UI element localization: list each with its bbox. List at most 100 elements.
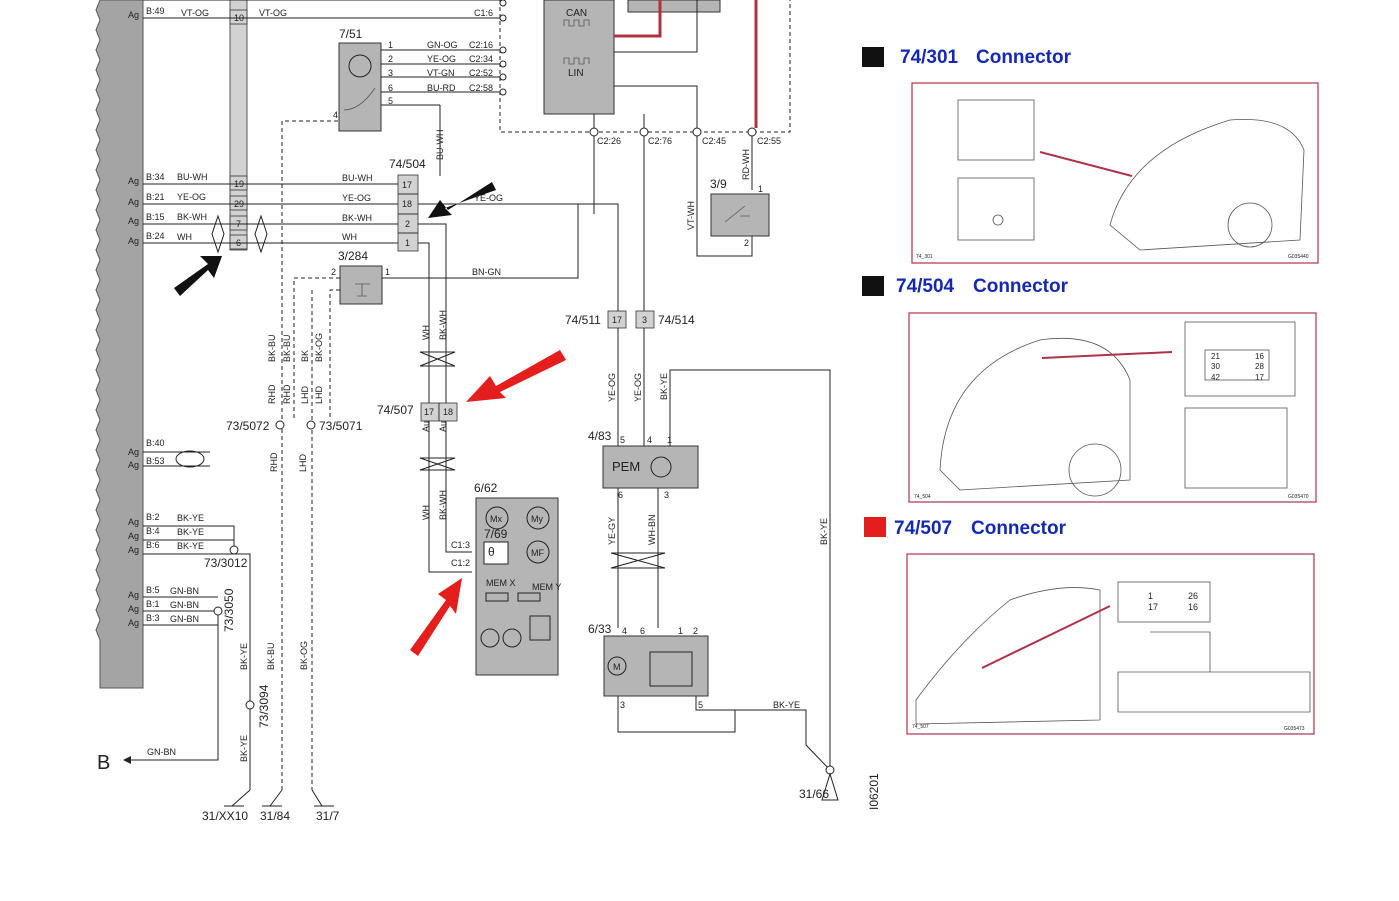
pin-b15: B:15 bbox=[146, 212, 165, 222]
svg-text:YE-OG: YE-OG bbox=[427, 54, 456, 64]
pin-b40: B:40 bbox=[146, 438, 165, 448]
svg-text:BK-BU: BK-BU bbox=[282, 334, 292, 362]
svg-text:4: 4 bbox=[622, 626, 627, 636]
wire-bn-gn: BN-GN bbox=[472, 267, 501, 277]
lamp-icon bbox=[502, 628, 522, 648]
ground-73-5072: 73/5072 bbox=[226, 419, 270, 433]
transistor-icon bbox=[650, 456, 672, 478]
wire-bu-wh: BU-WH bbox=[342, 173, 373, 183]
label-74-514: 74/514 bbox=[658, 313, 695, 327]
svg-text:17: 17 bbox=[1255, 373, 1264, 382]
pin-c1-3: C1:3 bbox=[451, 540, 470, 550]
wire-vt-wh: VT-WH bbox=[686, 201, 696, 230]
svg-text:2: 2 bbox=[693, 626, 698, 636]
can-label: CAN bbox=[566, 8, 587, 19]
red-arrow-icon bbox=[466, 350, 566, 402]
connector-side-sketch bbox=[957, 99, 1035, 161]
svg-text:6: 6 bbox=[618, 490, 623, 500]
svg-text:C2:34: C2:34 bbox=[469, 54, 493, 64]
ag-label: Ag bbox=[128, 216, 139, 226]
ag-label: Ag bbox=[128, 618, 139, 628]
svg-text:2: 2 bbox=[744, 238, 749, 248]
connector-74-507-id: 74/507 bbox=[894, 518, 952, 539]
svg-text:42: 42 bbox=[1211, 373, 1220, 382]
pem-label: PEM bbox=[612, 459, 640, 474]
svg-text:1: 1 bbox=[388, 40, 393, 50]
svg-text:LHD: LHD bbox=[298, 453, 308, 472]
pin-b34: B:34 bbox=[146, 172, 165, 182]
thermistor-icon: θ bbox=[488, 545, 495, 559]
label-lhd: LHD bbox=[300, 385, 310, 404]
ground-31-7: 31/7 bbox=[316, 809, 340, 823]
svg-text:WH: WH bbox=[421, 505, 431, 520]
svg-text:30: 30 bbox=[1211, 362, 1220, 371]
wire-b2: BK-YE bbox=[177, 513, 204, 523]
lamp-icon bbox=[480, 628, 500, 648]
wire-b15: BK-WH bbox=[177, 212, 207, 222]
curve-icon bbox=[343, 87, 376, 111]
pin-b5: B:5 bbox=[146, 585, 160, 595]
pin-b6: B:6 bbox=[146, 540, 160, 550]
pin-c1-2: C1:2 bbox=[451, 558, 470, 568]
svg-text:6: 6 bbox=[640, 626, 645, 636]
inline-connector-strip bbox=[229, 0, 248, 251]
wire-bk-og-b: BK-OG bbox=[299, 641, 309, 670]
lin-signal-icon bbox=[563, 57, 590, 65]
svg-text:BK-WH: BK-WH bbox=[438, 490, 448, 520]
label-7-51: 7/51 bbox=[339, 27, 363, 41]
mem-x-label: MEM X bbox=[486, 578, 516, 588]
svg-text:2: 2 bbox=[331, 267, 336, 277]
svg-text:5: 5 bbox=[620, 435, 625, 445]
svg-text:5: 5 bbox=[698, 700, 703, 710]
svg-text:74_301: 74_301 bbox=[916, 254, 933, 260]
wire-wh-bn: WH-BN bbox=[647, 515, 657, 546]
svg-text:BK-YE: BK-YE bbox=[239, 735, 249, 762]
ground-31-66: 31/66 bbox=[799, 787, 829, 801]
connector-74-301-panel bbox=[911, 82, 1319, 264]
svg-text:17: 17 bbox=[424, 407, 434, 417]
ag-label: Ag bbox=[128, 604, 139, 614]
pin-c2-55: C2:55 bbox=[757, 136, 781, 146]
wire-wh-v: WH bbox=[421, 325, 431, 340]
ag-label: Ag bbox=[128, 517, 139, 527]
svg-text:1: 1 bbox=[678, 626, 683, 636]
svg-text:5: 5 bbox=[388, 96, 393, 106]
wire-b21: YE-OG bbox=[177, 192, 206, 202]
can-signal-icon bbox=[563, 19, 590, 27]
connector-74-301-title: Connector bbox=[976, 47, 1072, 68]
svg-text:BK-YE: BK-YE bbox=[773, 700, 800, 710]
ag-label: Ag bbox=[128, 531, 139, 541]
svg-text:1: 1 bbox=[667, 435, 672, 445]
svg-text:28: 28 bbox=[1255, 362, 1264, 371]
bus-pin-labels: Ag B:49 VT-OG Ag B:34 BU-WH Ag B:21 YE-O… bbox=[128, 6, 209, 628]
svg-text:YE-OG: YE-OG bbox=[633, 373, 643, 402]
pin-c16: C1:6 bbox=[474, 8, 493, 18]
connector-74-301-id: 74/301 bbox=[900, 47, 959, 68]
svg-text:6: 6 bbox=[388, 83, 393, 93]
door-sketch bbox=[915, 587, 1101, 725]
motor-fold-icon: MF bbox=[531, 548, 544, 558]
wire-b1: GN-BN bbox=[170, 600, 199, 610]
figure-id: I06201 bbox=[867, 773, 881, 810]
ground-73-3094: 73/3094 bbox=[257, 684, 271, 728]
can-lin-controller bbox=[543, 0, 615, 115]
mem-y-label: MEM Y bbox=[532, 582, 561, 592]
ground-31-xx10: 31/XX10 bbox=[202, 809, 248, 823]
ag-label: Ag bbox=[128, 10, 139, 20]
marker-red bbox=[864, 517, 886, 537]
svg-text:1: 1 bbox=[385, 267, 390, 277]
wire-bk: BK bbox=[300, 350, 310, 362]
lin-label: LIN bbox=[568, 68, 584, 79]
svg-text:16: 16 bbox=[1188, 602, 1198, 612]
wire-b4: BK-YE bbox=[177, 527, 204, 537]
svg-text:BK-YE: BK-YE bbox=[819, 518, 829, 545]
car-sketch bbox=[1109, 119, 1305, 251]
ground-73-3050: 73/3050 bbox=[222, 588, 236, 632]
svg-text:4: 4 bbox=[333, 110, 338, 120]
red-arrow-icon bbox=[410, 578, 462, 656]
ag-label: Ag bbox=[128, 236, 139, 246]
ground-31-84: 31/84 bbox=[260, 809, 290, 823]
svg-text:74_504: 74_504 bbox=[914, 494, 931, 500]
pin-b1: B:1 bbox=[146, 599, 160, 609]
svg-text:18: 18 bbox=[443, 407, 453, 417]
